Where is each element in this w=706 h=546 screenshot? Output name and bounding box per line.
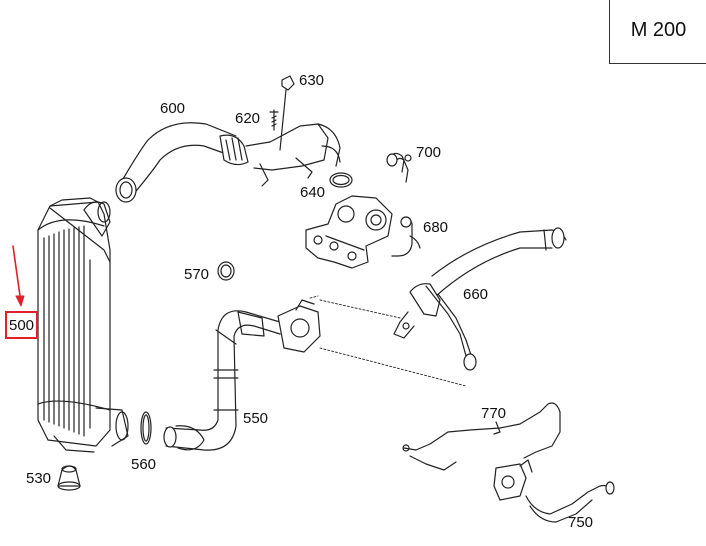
callout-680[interactable]: 680 <box>423 219 449 236</box>
callout-750[interactable]: 750 <box>568 514 594 531</box>
model-label: M 200 <box>630 19 687 41</box>
intercooler-part <box>37 197 129 453</box>
callout-600[interactable]: 600 <box>160 100 186 117</box>
callout-770[interactable]: 770 <box>481 405 507 422</box>
hose-part-660 <box>393 227 567 371</box>
callout-660[interactable]: 660 <box>463 286 489 303</box>
callout-500-highlight[interactable]: 500 <box>5 311 38 339</box>
callout-500: 500 <box>9 317 35 334</box>
hose-part-770 <box>402 402 561 471</box>
oring-part-570 <box>217 261 235 281</box>
red-arrow-icon <box>12 245 25 307</box>
oring-part-560 <box>140 411 152 445</box>
callout-630[interactable]: 630 <box>299 72 325 89</box>
callout-700[interactable]: 700 <box>416 144 442 161</box>
callout-640[interactable]: 640 <box>300 184 326 201</box>
valve-part-750 <box>493 459 615 523</box>
charge-pipe-part-550 <box>163 310 281 451</box>
model-label-box: M 200 <box>609 0 706 64</box>
callout-620[interactable]: 620 <box>235 110 261 127</box>
leader-lines <box>309 295 467 387</box>
hose-part-600 <box>115 122 249 203</box>
turbo-part-640 <box>305 172 393 269</box>
callout-550[interactable]: 550 <box>243 410 269 427</box>
hose-part-700 <box>386 152 412 183</box>
hose-part-680 <box>391 216 421 257</box>
callout-560[interactable]: 560 <box>131 456 157 473</box>
callout-570[interactable]: 570 <box>184 266 210 283</box>
bracket-pipe-part <box>245 75 341 187</box>
throttle-part <box>277 299 321 353</box>
mount-part-530 <box>57 465 81 491</box>
callout-530[interactable]: 530 <box>26 470 52 487</box>
